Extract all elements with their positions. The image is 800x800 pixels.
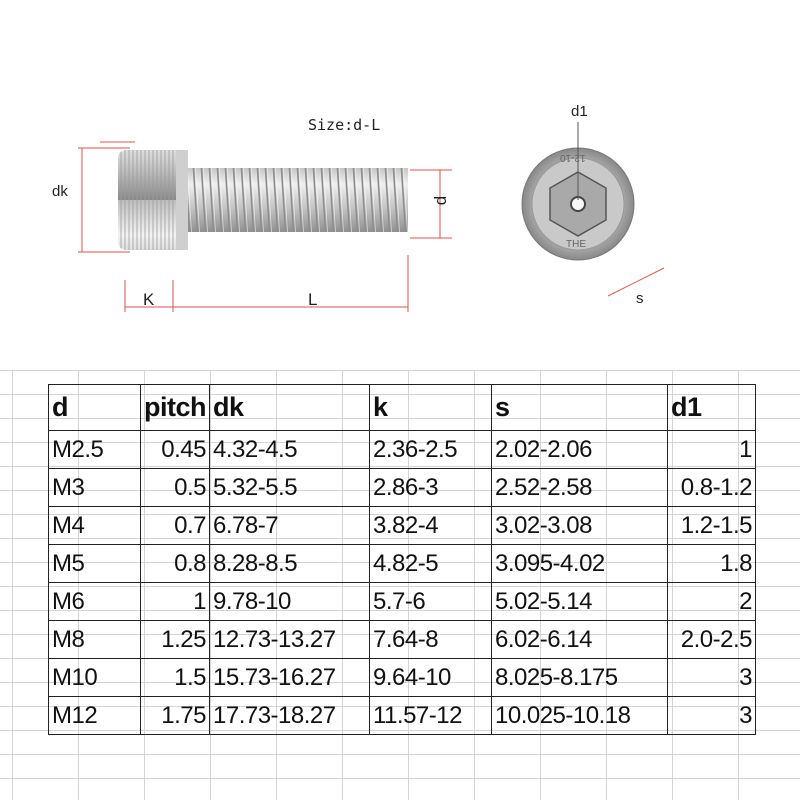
table-cell-dk[interactable]: 12.73-13.27 [209, 620, 370, 659]
table-cell-pitch[interactable]: 0.8 [140, 544, 210, 583]
table-cell-dk[interactable]: 6.78-7 [209, 506, 370, 545]
table-cell-dk[interactable]: 17.73-18.27 [209, 696, 370, 735]
table-cell-pitch[interactable]: 0.7 [140, 506, 210, 545]
table-cell-pitch[interactable]: 0.45 [140, 430, 210, 469]
table-cell-d1[interactable]: 3 [667, 658, 756, 697]
dk-label: dk [52, 183, 68, 200]
table-cell-d1[interactable]: 2.0-2.5 [667, 620, 756, 659]
table-cell-s[interactable]: 3.095-4.02 [491, 544, 668, 583]
screw-side-view [118, 150, 408, 250]
column-header-d1[interactable]: d1 [667, 384, 756, 431]
table-cell-pitch[interactable]: 1.25 [140, 620, 210, 659]
table-cell-k[interactable]: 3.82-4 [369, 506, 492, 545]
table-cell-pitch[interactable]: 1 [140, 582, 210, 621]
dimension-lines [78, 141, 665, 312]
k-label: K [143, 290, 155, 309]
size-label: Size:d-L [308, 116, 381, 134]
column-header-s[interactable]: s [491, 384, 668, 431]
table-cell-d[interactable]: M5 [48, 544, 141, 583]
column-header-dk[interactable]: dk [209, 384, 370, 431]
column-header-d[interactable]: d [48, 384, 141, 431]
table-cell-dk[interactable]: 8.28-8.5 [209, 544, 370, 583]
table-cell-s[interactable]: 6.02-6.14 [491, 620, 668, 659]
column-header-k[interactable]: k [369, 384, 492, 431]
screw-end-view [521, 122, 635, 261]
screw-head [118, 150, 188, 250]
table-cell-s[interactable]: 8.025-8.175 [491, 658, 668, 697]
table-cell-k[interactable]: 4.82-5 [369, 544, 492, 583]
d1-label: d1 [571, 103, 588, 120]
table-cell-d[interactable]: M2.5 [48, 430, 141, 469]
screw-diagram: Size:d-L dk d K L d1 s 12-10 THE [0, 0, 800, 370]
table-cell-d1[interactable]: 1.2-1.5 [667, 506, 756, 545]
head-marking-bottom: THE [566, 239, 586, 250]
d-label: d [431, 195, 451, 206]
table-cell-d1[interactable]: 1 [667, 430, 756, 469]
table-cell-d1[interactable]: 2 [667, 582, 756, 621]
table-cell-d[interactable]: M8 [48, 620, 141, 659]
screw-drawing [78, 122, 665, 312]
table-cell-d[interactable]: M12 [48, 696, 141, 735]
table-cell-k[interactable]: 5.7-6 [369, 582, 492, 621]
table-cell-d[interactable]: M10 [48, 658, 141, 697]
table-cell-d[interactable]: M3 [48, 468, 141, 507]
table-cell-d1[interactable]: 3 [667, 696, 756, 735]
table-cell-pitch[interactable]: 0.5 [140, 468, 210, 507]
column-header-pitch[interactable]: pitch [140, 384, 210, 431]
table-cell-pitch[interactable]: 1.5 [140, 658, 210, 697]
table-cell-k[interactable]: 9.64-10 [369, 658, 492, 697]
table-cell-pitch[interactable]: 1.75 [140, 696, 210, 735]
table-cell-s[interactable]: 5.02-5.14 [491, 582, 668, 621]
table-cell-d1[interactable]: 0.8-1.2 [667, 468, 756, 507]
table-cell-d[interactable]: M4 [48, 506, 141, 545]
head-marking-top: 12-10 [560, 152, 586, 163]
table-cell-d1[interactable]: 1.8 [667, 544, 756, 583]
table-cell-dk[interactable]: 9.78-10 [209, 582, 370, 621]
table-cell-k[interactable]: 2.86-3 [369, 468, 492, 507]
table-cell-s[interactable]: 2.52-2.58 [491, 468, 668, 507]
table-cell-d[interactable]: M6 [48, 582, 141, 621]
s-label: s [636, 290, 644, 307]
screw-shank [186, 168, 408, 232]
l-label: L [308, 290, 318, 309]
table-cell-s[interactable]: 3.02-3.08 [491, 506, 668, 545]
table-cell-k[interactable]: 7.64-8 [369, 620, 492, 659]
table-cell-dk[interactable]: 15.73-16.27 [209, 658, 370, 697]
table-cell-s[interactable]: 10.025-10.18 [491, 696, 668, 735]
table-cell-dk[interactable]: 5.32-5.5 [209, 468, 370, 507]
table-cell-k[interactable]: 11.57-12 [369, 696, 492, 735]
table-cell-k[interactable]: 2.36-2.5 [369, 430, 492, 469]
table-cell-dk[interactable]: 4.32-4.5 [209, 430, 370, 469]
table-cell-s[interactable]: 2.02-2.06 [491, 430, 668, 469]
